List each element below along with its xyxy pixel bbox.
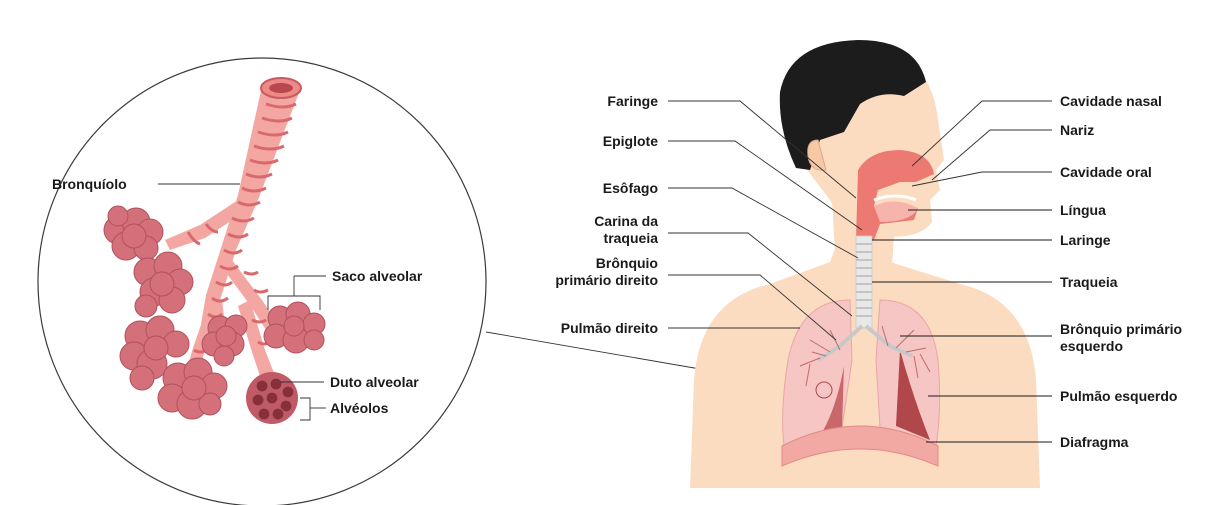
label-epiglote: Epiglote: [603, 133, 658, 149]
left-labels: Faringe Epiglote Esôfago Carina da traqu…: [555, 93, 863, 341]
label-bronquio-direito-line2: primário direito: [555, 272, 658, 288]
label-pulmao-direito: Pulmão direito: [561, 320, 658, 336]
alveolar-sac-5: [201, 314, 248, 367]
bronchiole-tube: [165, 77, 302, 382]
label-diafragma: Diafragma: [1060, 434, 1129, 450]
alveolar-sac-4: [157, 357, 228, 420]
label-alveolos: Alvéolos: [330, 400, 389, 416]
label-duto-alveolar: Duto alveolar: [330, 374, 419, 390]
label-carina-line1: Carina da: [594, 213, 658, 229]
alveolar-sac-3: [119, 315, 190, 391]
label-traqueia: Traqueia: [1060, 274, 1118, 290]
alveoli-inset: Bronquíolo Saco alveolar Duto alveolar A…: [37, 57, 487, 505]
label-nariz: Nariz: [1060, 122, 1094, 138]
label-bronquiolo: Bronquíolo: [52, 176, 127, 192]
ear: [807, 139, 827, 171]
label-bronquio-esquerdo-line2: esquerdo: [1060, 338, 1123, 354]
label-bronquio-direito-line1: Brônquio: [596, 255, 658, 271]
alveolar-sac-2: [133, 251, 194, 318]
alveolar-sac-cluster: [103, 205, 326, 420]
label-cavidade-nasal: Cavidade nasal: [1060, 93, 1162, 109]
label-carina-line2: traqueia: [604, 230, 659, 246]
hair: [779, 40, 926, 170]
label-lingua: Língua: [1060, 202, 1106, 218]
lung-detail-marker: [815, 381, 833, 399]
label-saco-alveolar: Saco alveolar: [332, 268, 423, 284]
trachea: [855, 235, 873, 329]
label-laringe: Laringe: [1060, 232, 1111, 248]
upper-airway: [856, 150, 934, 240]
alveolar-sac-6: [263, 301, 326, 354]
alveolar-sac-1: [103, 205, 164, 261]
human-figure: [690, 40, 1040, 488]
right-labels: Cavidade nasal Nariz Cavidade oral Língu…: [872, 93, 1182, 450]
torso: [690, 228, 1040, 488]
inset-leaders: [158, 183, 326, 421]
inset-circle: [37, 57, 487, 505]
label-pulmao-esquerdo: Pulmão esquerdo: [1060, 388, 1177, 404]
diaphragm: [781, 425, 939, 467]
label-esofago: Esôfago: [603, 180, 658, 196]
label-cavidade-oral: Cavidade oral: [1060, 164, 1152, 180]
label-faringe: Faringe: [607, 93, 658, 109]
alveoli-cutaway: [246, 372, 298, 424]
label-bronquio-esquerdo-line1: Brônquio primário: [1060, 321, 1182, 337]
bronchial-tree: [799, 325, 931, 387]
